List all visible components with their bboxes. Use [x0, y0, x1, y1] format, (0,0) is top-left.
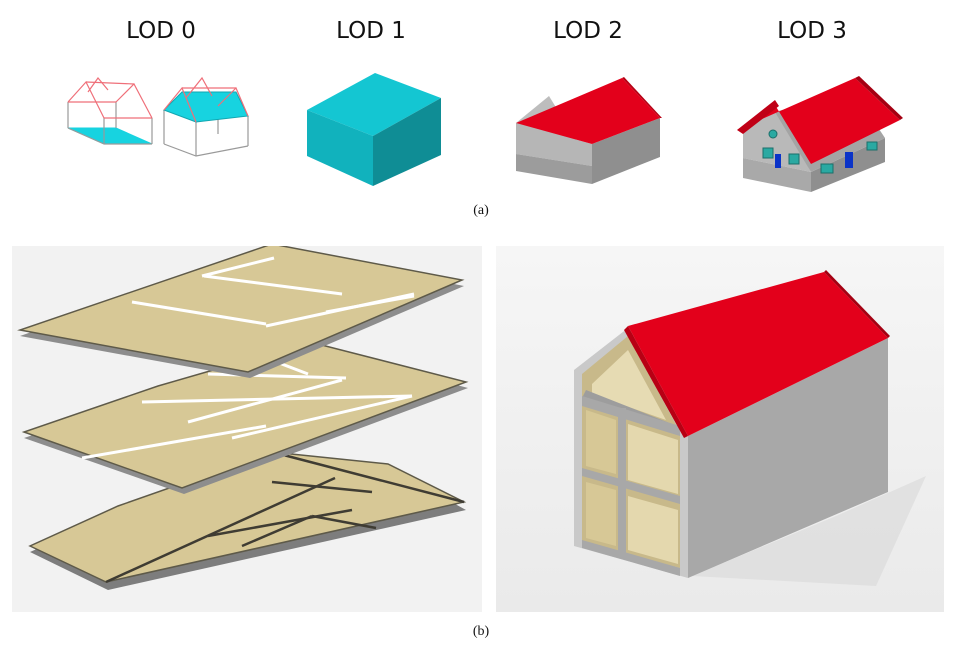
lod3-detailed-model — [737, 76, 903, 192]
lod2-title: LOD 2 — [553, 18, 623, 44]
lod2-roof-model — [516, 77, 662, 184]
cutaway-house — [496, 246, 944, 612]
lod0-title: LOD 0 — [126, 18, 196, 44]
lod1-block-model — [307, 73, 441, 186]
floor-level-3 — [17, 246, 465, 378]
lod3-title: LOD 3 — [777, 18, 847, 44]
floor-level-1 — [28, 450, 467, 590]
exploded-floor-slabs — [12, 246, 482, 612]
caption-a: (a) — [473, 203, 489, 218]
lod0-wireframe-houses — [67, 76, 249, 157]
caption-b: (b) — [472, 624, 490, 639]
floor-level-2 — [21, 341, 469, 494]
lod1-title: LOD 1 — [336, 18, 406, 44]
